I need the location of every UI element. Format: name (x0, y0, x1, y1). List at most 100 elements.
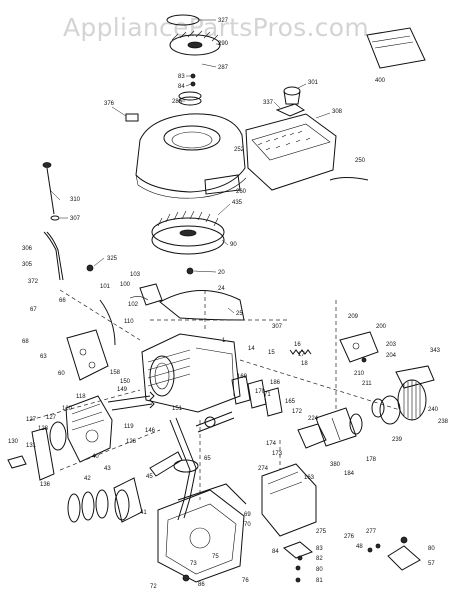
part-number-169: 169 (237, 374, 248, 380)
part-number-65: 65 (204, 456, 211, 462)
part-number-204: 204 (386, 353, 397, 359)
part-number-372: 372 (28, 279, 39, 285)
part-number-80-b: 80 (428, 546, 435, 552)
part-number-260: 260 (236, 189, 247, 195)
part-number-146: 146 (145, 428, 156, 434)
part-number-325: 325 (107, 256, 118, 262)
part-number-172: 172 (292, 409, 303, 415)
piston-rings-drawing (67, 489, 109, 523)
part-number-24: 24 (218, 286, 225, 292)
part-number-290: 290 (218, 41, 229, 47)
part-number-63: 63 (40, 354, 47, 360)
part-number-170: 170 (255, 389, 266, 395)
part-number-400: 400 (375, 78, 386, 84)
part-number-57: 57 (428, 561, 435, 567)
part-callouts: 327 290 287 83 84 286 376 400 301 337 30… (8, 18, 449, 590)
assembly-lines (29, 289, 401, 500)
part-number-90: 90 (230, 242, 237, 248)
spark-plug-wire-drawing (99, 299, 116, 346)
part-number-301: 301 (308, 80, 319, 86)
part-number-75: 75 (212, 554, 219, 560)
flywheel-drawing (151, 210, 225, 275)
part-number-239: 239 (392, 437, 403, 443)
gasket-drawing (177, 483, 247, 505)
part-number-42: 42 (84, 476, 91, 482)
part-number-103: 103 (130, 272, 141, 278)
part-number-327: 327 (218, 18, 229, 24)
valves-drawing (107, 391, 155, 411)
part-number-308: 308 (332, 109, 343, 115)
air-baffle-drawing (159, 290, 245, 321)
control-bracket-drawing (66, 329, 109, 381)
part-number-376: 376 (104, 101, 115, 107)
part-number-203: 203 (386, 342, 397, 348)
part-number-186: 186 (270, 380, 281, 386)
part-number-240: 240 (428, 407, 439, 413)
part-number-173: 173 (272, 451, 283, 457)
part-number-149: 149 (117, 387, 128, 393)
part-number-184: 184 (344, 471, 355, 477)
part-number-120: 120 (62, 406, 73, 412)
manual-drawing (366, 27, 426, 69)
part-number-119: 119 (124, 424, 134, 430)
part-number-102: 102 (128, 302, 139, 308)
part-number-127-a: 127 (26, 417, 37, 423)
part-number-14: 14 (248, 346, 255, 352)
part-number-211: 211 (362, 381, 372, 387)
part-number-163: 163 (304, 475, 315, 481)
part-number-83-b: 83 (316, 546, 323, 552)
part-number-84-b: 84 (272, 549, 279, 555)
part-number-238: 238 (438, 419, 449, 425)
part-number-83: 83 (178, 74, 185, 80)
part-number-18: 18 (301, 361, 308, 367)
part-number-84: 84 (178, 84, 185, 90)
part-number-48: 48 (356, 544, 363, 550)
part-number-286: 286 (172, 99, 183, 105)
part-number-310: 310 (70, 197, 81, 203)
crankshaft-drawing (169, 417, 199, 521)
part-number-150: 150 (120, 379, 131, 385)
part-number-252: 252 (234, 147, 245, 153)
part-number-82: 82 (316, 556, 323, 562)
part-number-287: 287 (218, 65, 229, 71)
part-number-118: 118 (76, 394, 86, 400)
piston-drawing (113, 477, 143, 523)
intake-gaskets-drawing (231, 375, 283, 417)
air-cleaner-housing-drawing (245, 86, 337, 191)
part-number-275: 275 (316, 529, 327, 535)
part-number-43: 43 (104, 466, 111, 472)
part-number-66: 66 (59, 298, 66, 304)
air-filter-drawing (371, 365, 435, 425)
primer-bulb-drawing (367, 536, 421, 571)
starter-pulley-drawing (166, 14, 221, 106)
part-number-76: 76 (242, 578, 249, 584)
part-number-224: 224 (308, 416, 319, 422)
part-number-158: 158 (110, 370, 121, 376)
part-number-127-b: 127 (46, 415, 57, 421)
part-number-71: 71 (264, 392, 271, 398)
muffler-drawing (261, 463, 317, 537)
part-number-307-b: 307 (272, 324, 283, 330)
part-number-210: 210 (354, 371, 365, 377)
cylinder-block-drawing (141, 333, 241, 413)
small-hardware-drawing (283, 541, 313, 583)
breather-tube-drawing (329, 177, 369, 181)
part-number-70: 70 (244, 522, 251, 528)
part-number-20: 20 (218, 270, 225, 276)
part-number-128: 128 (38, 426, 49, 432)
dipstick-drawing (42, 162, 64, 281)
part-number-200: 200 (376, 324, 387, 330)
part-number-343: 343 (430, 348, 441, 354)
part-number-86: 86 (198, 582, 205, 588)
part-number-73: 73 (190, 561, 197, 567)
part-number-1: 1 (222, 338, 226, 344)
ignition-module-drawing (86, 264, 163, 306)
part-number-41: 41 (140, 510, 147, 516)
part-number-100: 100 (120, 282, 131, 288)
part-number-45: 45 (146, 474, 153, 480)
part-number-380: 380 (330, 462, 341, 468)
part-number-178: 178 (366, 457, 377, 463)
part-number-15: 15 (268, 350, 275, 356)
part-number-250: 250 (355, 158, 366, 164)
